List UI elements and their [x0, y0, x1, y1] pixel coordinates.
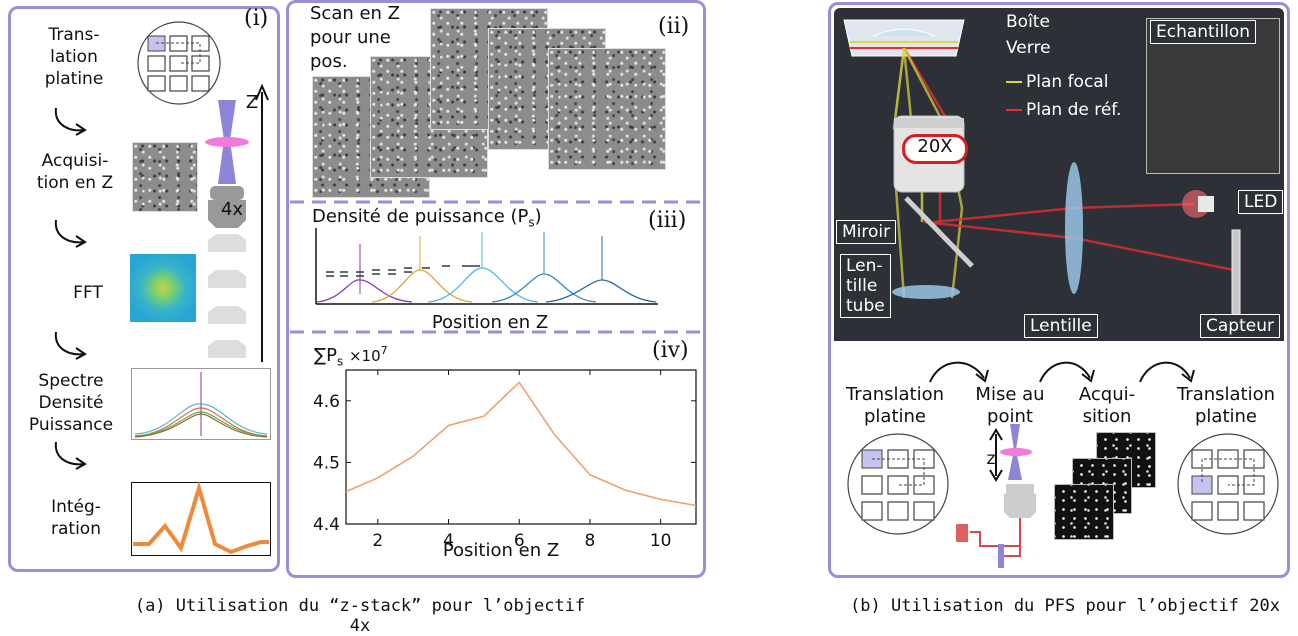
fft-image: [130, 254, 196, 322]
pfs-step-acquisition: Acqui- sition: [1078, 384, 1136, 427]
echantillon-image: [1146, 18, 1280, 174]
wafer-grid-icon: [847, 433, 949, 535]
arrow-icon: [54, 441, 87, 470]
caption-b: (b) Utilisation du PFS pour l’objectif 2…: [850, 596, 1280, 616]
wafer-grid-icon: [1177, 433, 1279, 535]
axis-z-label: Z: [245, 92, 259, 113]
sum-psd-line-chart: 2 4 6 8 10 4.4 4.5 4.6: [313, 369, 697, 551]
objective-4x-label: 4x: [220, 199, 244, 220]
psd-xlabel: Position en Z: [431, 312, 549, 333]
pfs-step-translation-platine-1: Translation platine: [845, 384, 945, 427]
label-capteur: Capteur: [1200, 314, 1280, 338]
label-verre: Verre: [1006, 38, 1051, 58]
z-label: z: [986, 449, 996, 469]
series-line: [345, 381, 697, 507]
x-tick-label: 6: [514, 531, 525, 551]
panel-ii-label: (ii): [658, 14, 690, 39]
pfs-step-mise-au-point: Mise au point: [975, 384, 1045, 427]
pfs-optics: [843, 19, 1241, 319]
label-lentille-tube: Len- tille tube: [840, 254, 891, 318]
objective-4x-diagram: [205, 83, 269, 362]
arrow-icon: [54, 219, 87, 248]
acquisition-image: [1054, 484, 1114, 540]
panel-iv-label: (iv): [652, 338, 689, 363]
label-echantillon: Echantillon: [1150, 20, 1257, 44]
y-tick-label: 4.5: [313, 453, 340, 473]
label-lentille: Lentille: [1024, 314, 1098, 338]
scan-description: Scan en Z pour une pos.: [310, 3, 401, 72]
chart-xlabel: Position en Z: [442, 540, 560, 561]
step-acquisition-en-z: Acquisi- tion en Z: [36, 151, 114, 193]
plot-frame: [345, 369, 697, 525]
x-tick-label: 10: [650, 531, 672, 551]
label-led: LED: [1238, 190, 1284, 214]
x-tick-label: 2: [372, 531, 383, 551]
focus-objective-diagram: [956, 424, 1036, 568]
workflow-arrows: [929, 361, 1195, 383]
caption-a: (a) Utilisation du “z-stack” pour l’obje…: [134, 596, 586, 636]
chart-ylabel: ∑Ps ×107: [314, 344, 388, 369]
label-plan-ref: Plan de réf.: [1026, 100, 1122, 120]
psd-mini-chart: [131, 368, 271, 440]
psd-chart: [315, 228, 658, 305]
panel-i-label: (i): [244, 6, 269, 31]
arrow-icon: [54, 331, 87, 360]
step-spectre-densite-puissance: Spectre Densité Puissance: [28, 371, 114, 435]
x-tick-label: 4: [443, 531, 454, 551]
wafer-grid-icon: [137, 21, 221, 105]
panel-ii-iv: [286, 0, 706, 578]
label-miroir: Miroir: [836, 220, 897, 244]
step-translation-platine: Trans- lation platine: [44, 25, 104, 89]
integration-mini-chart: [131, 482, 271, 556]
dashed-divider: [290, 200, 702, 334]
y-tick-label: 4.6: [313, 392, 340, 412]
step-fft: FFT: [73, 283, 103, 303]
x-tick-label: 8: [585, 531, 596, 551]
panel-i: [8, 6, 280, 572]
z-stack-image: [548, 48, 666, 170]
arrow-icon: [54, 107, 87, 136]
psd-title: Densité de puissance (Ps): [312, 206, 542, 230]
acquisition-image: [132, 142, 198, 212]
y-tick-label: 4.4: [313, 515, 340, 535]
label-plan-focal: Plan focal: [1026, 72, 1109, 92]
step-integration: Intég- ration: [51, 497, 101, 539]
label-boite: Boîte: [1006, 12, 1050, 32]
objective-20x-badge: [902, 134, 968, 164]
pfs-step-translation-platine-2: Translation platine: [1176, 384, 1276, 427]
objective-20x-label: 20X: [917, 136, 953, 157]
legend-swatches: [1006, 81, 1022, 111]
panel-b: [828, 2, 1290, 578]
panel-iii-label: (iii): [648, 208, 687, 233]
